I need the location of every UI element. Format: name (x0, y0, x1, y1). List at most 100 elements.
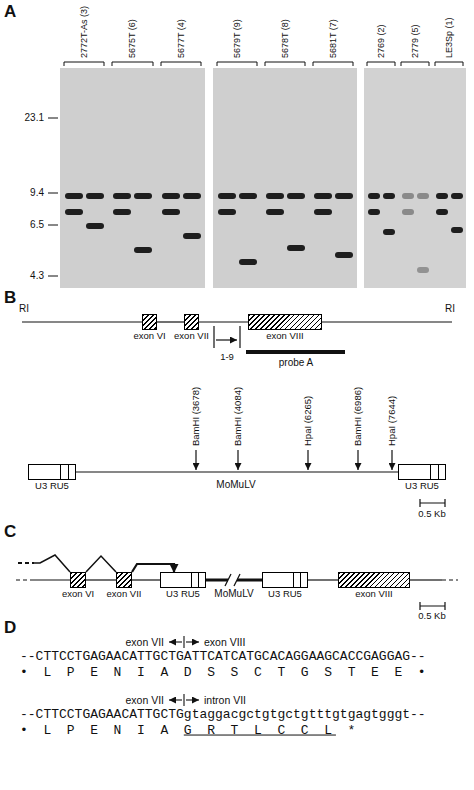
probe-label: probe A (279, 357, 313, 369)
junction-arrow (186, 641, 199, 642)
ltr-box: U3 RU5 (398, 464, 446, 480)
blot-band (368, 209, 380, 215)
lane-label: LE3Sp (1) (444, 17, 454, 58)
blot-band (335, 252, 353, 258)
lane-bracket (401, 62, 429, 66)
segment-label: exon VIII (266, 331, 304, 342)
size-marker: 23.1 (25, 112, 44, 124)
blot-band (113, 193, 131, 199)
ltr-division (430, 465, 431, 479)
blot-band (266, 193, 284, 199)
panel-letter: C (4, 522, 16, 542)
size-marker-tick (48, 225, 58, 226)
ltr-box: U3 RU5 (262, 572, 308, 588)
genomic-line (442, 579, 458, 580)
ltr-box: U3 RU5 (28, 464, 76, 480)
junction-label: exon VII (125, 694, 164, 706)
segment-label: U3 RU5 (405, 481, 439, 492)
lane-bracket (217, 62, 257, 66)
blot-band (335, 193, 353, 199)
genomic-line (410, 579, 442, 580)
line-break-mark (225, 574, 231, 586)
blot-band (287, 193, 305, 199)
lane-label: 5681T (7) (328, 19, 338, 58)
lane-bracket (265, 62, 305, 66)
blot-membrane (364, 68, 466, 288)
splice-line (34, 555, 70, 572)
ltr-division (198, 573, 199, 587)
lane-bracket (313, 62, 353, 66)
scale-bar (420, 499, 445, 507)
ltr-division (191, 573, 192, 587)
segment-label: U3 RU5 (268, 589, 302, 600)
blot-band (86, 193, 104, 199)
scale-bar (420, 602, 445, 610)
blot-band (218, 209, 236, 215)
panel-letter: A (4, 2, 16, 22)
genomic-line (322, 321, 452, 322)
provirus-label: MoMuLV (216, 479, 255, 491)
size-marker-tick (48, 118, 58, 119)
lane-label: 5677T (4) (176, 19, 186, 58)
junction-arrow (169, 699, 182, 700)
junction-label: exon VII (125, 636, 164, 648)
genomic-connector (132, 579, 160, 580)
segment-label: exon VIII (355, 589, 393, 600)
blot-band (368, 193, 380, 199)
lane-bracket (112, 62, 153, 66)
exon-box: exon VII (116, 572, 132, 588)
lane-label: 5679T (9) (232, 19, 242, 58)
junction-arrow (169, 641, 182, 642)
primer-arrow (216, 339, 237, 340)
protein-sequence: G R T L C C L (184, 724, 336, 739)
blot-band (287, 245, 305, 251)
lane-label: 2779 (5) (410, 24, 420, 58)
blot-band (417, 193, 429, 199)
dna-sequence: --CTTCCTGAGAACATTGCTGgtaggacgctgtgctgttt… (20, 708, 426, 723)
segment-label: U3 RU5 (35, 481, 69, 492)
ltr-division (68, 465, 69, 479)
line-break-gap (228, 573, 237, 587)
size-marker: 9.4 (30, 187, 44, 199)
segment-label: exon VII (107, 589, 142, 600)
splice-connector (86, 556, 116, 572)
junction-label: exon VIII (204, 636, 245, 648)
lane-label: 2769 (2) (376, 24, 386, 58)
junction-tick (183, 694, 184, 706)
line-break-mark (234, 574, 240, 586)
size-marker-tick (48, 193, 58, 194)
lane-bracket (367, 62, 395, 66)
blot-band (183, 233, 201, 239)
site-label: HpaI (7644) (387, 396, 398, 446)
genomic-connector (308, 579, 338, 580)
genomic-line (16, 579, 32, 580)
genomic-connector (157, 321, 184, 322)
ltr-division (293, 573, 294, 587)
probe-bar (246, 350, 345, 354)
scale-label: 0.5 Kb (418, 611, 445, 622)
site-label: HpaI (6265) (303, 396, 314, 446)
protein-sequence: • L P E N I A (20, 724, 172, 739)
blot-band (417, 267, 429, 273)
exon-box: exon VI (142, 314, 157, 330)
primer-bracket (239, 326, 240, 348)
blot-band (383, 229, 395, 235)
blot-band (436, 209, 448, 215)
blot-band (402, 209, 414, 215)
blot-band (402, 193, 414, 199)
site-arrow (391, 450, 392, 470)
exon-box: exon VIII (248, 314, 322, 330)
genomic-line (32, 579, 70, 580)
blot-band (65, 193, 83, 199)
transcript-line (18, 562, 34, 564)
blot-band (314, 193, 332, 199)
segment-label: exon VII (174, 331, 209, 342)
ltr-box: U3 RU5 (160, 572, 206, 588)
protein-sequence: • L P E N I A D S S C T G S T E E • (20, 666, 430, 681)
junction-arrow (186, 699, 199, 700)
stop-codon: * (348, 724, 360, 739)
blot-band (218, 193, 236, 199)
blot-band (239, 259, 257, 265)
blot-band (65, 209, 83, 215)
segment-label: exon VI (62, 589, 94, 600)
